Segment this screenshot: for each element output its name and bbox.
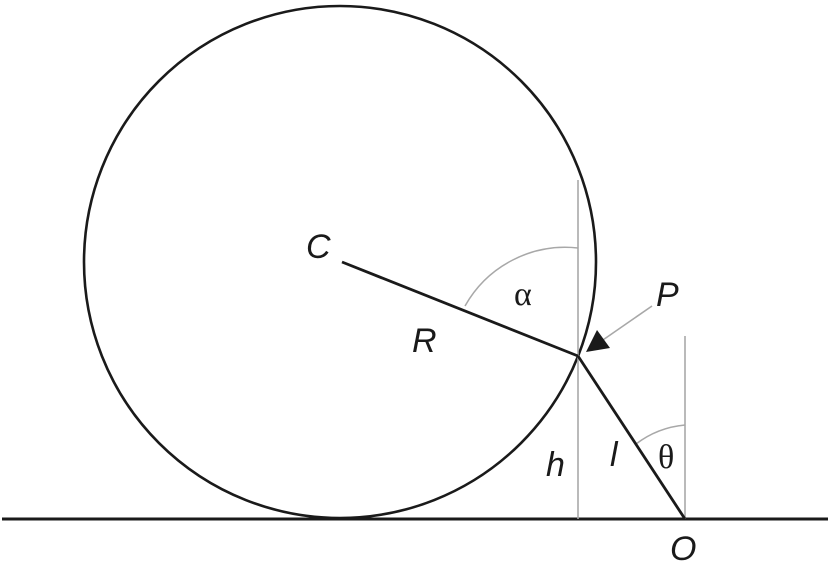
label-center: C — [306, 228, 331, 266]
label-alpha: α — [514, 276, 532, 313]
rod-line — [576, 355, 687, 520]
label-origin: O — [670, 530, 696, 564]
p-arrowhead-icon — [586, 330, 610, 352]
radius-line — [341, 260, 579, 358]
label-length: l — [610, 436, 619, 474]
label-height: h — [546, 446, 565, 484]
label-theta: θ — [658, 439, 674, 476]
alpha-arc — [464, 246, 579, 307]
circle — [82, 4, 598, 520]
label-radius: R — [412, 322, 437, 360]
theta-arc — [635, 424, 686, 445]
p-pointer-line — [599, 305, 653, 343]
label-point: P — [656, 276, 679, 314]
